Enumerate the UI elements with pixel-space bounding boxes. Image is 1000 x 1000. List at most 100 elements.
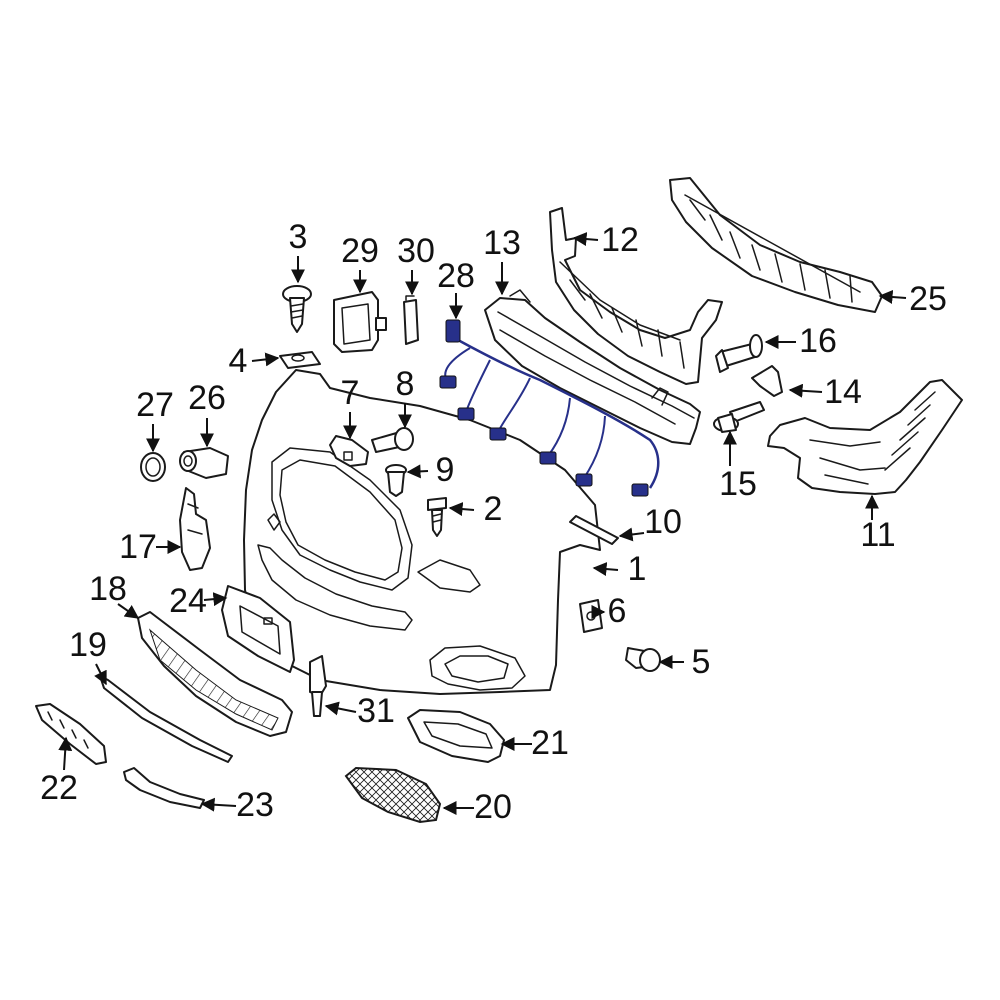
bumper-cover <box>243 369 601 695</box>
bracket-17 <box>179 487 211 571</box>
callout-number-5: 5 <box>692 643 711 681</box>
leader-line-23 <box>200 797 237 812</box>
callout-number-2: 2 <box>484 490 503 528</box>
callout-27: 27 <box>136 386 174 453</box>
leader-line-31 <box>324 701 357 716</box>
side-bracket <box>767 379 963 495</box>
callout-number-16: 16 <box>799 322 837 360</box>
pin-8 <box>371 427 414 453</box>
callout-12: 12 <box>572 221 639 259</box>
callout-number-13: 13 <box>483 224 521 262</box>
callout-3: 3 <box>289 218 308 284</box>
callout-7: 7 <box>341 374 360 440</box>
callout-number-15: 15 <box>719 465 757 503</box>
grille-insert-20 <box>344 766 442 824</box>
callout-number-19: 19 <box>69 626 107 664</box>
plug-9 <box>385 464 407 497</box>
callout-18: 18 <box>89 570 140 619</box>
callout-24: 24 <box>169 582 228 620</box>
callout-4: 4 <box>229 342 280 380</box>
leader-line-4 <box>251 352 280 367</box>
callout-21: 21 <box>500 724 569 762</box>
callout-number-22: 22 <box>40 769 78 807</box>
callout-number-1: 1 <box>628 550 647 588</box>
leader-line-12 <box>572 232 599 247</box>
callout-number-7: 7 <box>341 374 360 412</box>
molding-19 <box>99 675 233 763</box>
callout-number-24: 24 <box>169 582 207 620</box>
callout-15: 15 <box>719 430 757 503</box>
callout-19: 19 <box>69 626 107 686</box>
callout-number-14: 14 <box>824 373 862 411</box>
molding-23 <box>123 767 205 809</box>
leader-line-25 <box>878 289 907 304</box>
trim-strip <box>569 515 619 545</box>
callout-number-23: 23 <box>236 786 274 824</box>
leader-line-1 <box>592 562 619 577</box>
callout-number-20: 20 <box>474 788 512 826</box>
rivet-15 <box>713 401 765 433</box>
callout-6: 6 <box>591 592 626 630</box>
callout-number-9: 9 <box>436 451 455 489</box>
callout-26: 26 <box>188 379 226 448</box>
callout-10: 10 <box>618 503 682 542</box>
callout-14: 14 <box>788 373 862 411</box>
callout-number-25: 25 <box>909 280 947 318</box>
callout-number-10: 10 <box>644 503 682 541</box>
leader-line-22 <box>58 736 73 771</box>
clip-6 <box>579 599 603 633</box>
leader-line-2 <box>448 502 475 517</box>
callout-5: 5 <box>658 643 711 681</box>
callout-16: 16 <box>764 322 837 360</box>
callout-number-11: 11 <box>860 516 895 554</box>
callout-number-4: 4 <box>229 342 248 380</box>
callout-31: 31 <box>324 692 395 730</box>
callout-2: 2 <box>448 490 503 528</box>
callout-29: 29 <box>341 232 379 294</box>
callout-9: 9 <box>406 451 455 489</box>
screw-3 <box>282 285 312 333</box>
sensor-31 <box>309 655 327 717</box>
callout-1: 1 <box>592 550 647 588</box>
callout-number-26: 26 <box>188 379 226 417</box>
callout-number-3: 3 <box>289 218 308 256</box>
callout-20: 20 <box>442 788 512 826</box>
callout-number-28: 28 <box>437 257 475 295</box>
callout-11: 11 <box>860 494 896 554</box>
rivet-16 <box>715 334 763 373</box>
absorber-middle <box>549 207 723 385</box>
leader-line-19 <box>94 663 107 686</box>
callout-30: 30 <box>397 232 435 296</box>
callout-number-30: 30 <box>397 232 435 270</box>
callout-number-18: 18 <box>89 570 127 608</box>
callout-number-12: 12 <box>601 221 639 259</box>
callout-13: 13 <box>483 224 521 296</box>
screw-2 <box>427 497 447 537</box>
bezel-21 <box>407 709 505 763</box>
grille-18 <box>137 611 293 737</box>
callout-number-27: 27 <box>136 386 174 424</box>
bracket-14 <box>751 365 783 397</box>
leader-line-24 <box>203 592 228 607</box>
callout-number-29: 29 <box>341 232 379 270</box>
leader-line-10 <box>618 527 645 542</box>
ring-27 <box>140 452 166 482</box>
callout-number-31: 31 <box>357 692 395 730</box>
reinforcement-beam <box>484 289 701 445</box>
callout-23: 23 <box>200 786 274 824</box>
callout-number-21: 21 <box>531 724 569 762</box>
bracket-7 <box>329 435 369 467</box>
leader-line-14 <box>788 383 823 398</box>
license-bracket <box>221 585 295 673</box>
bracket-30 <box>403 295 419 345</box>
callout-22: 22 <box>40 736 78 807</box>
absorber-upper <box>669 177 883 313</box>
bolt-5 <box>625 647 661 672</box>
nut-4 <box>279 351 321 369</box>
leader-line-18 <box>117 603 140 619</box>
callout-8: 8 <box>396 365 414 429</box>
leader-line-9 <box>406 464 429 479</box>
molding-22 <box>35 703 107 765</box>
